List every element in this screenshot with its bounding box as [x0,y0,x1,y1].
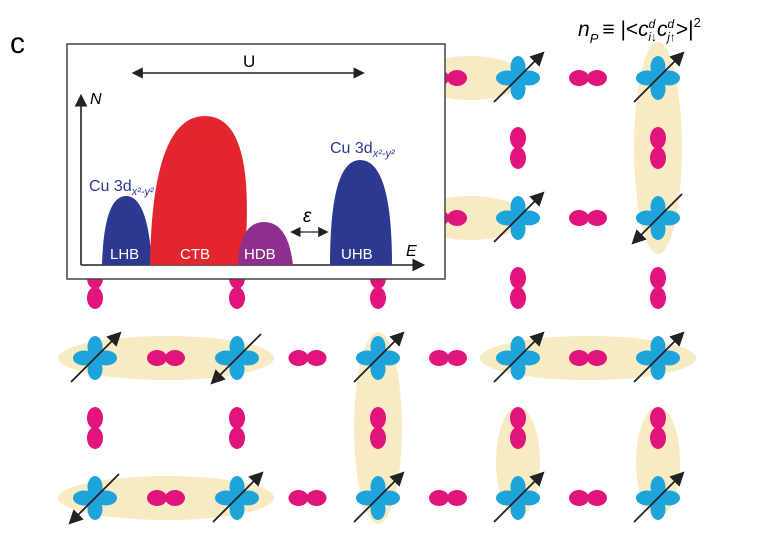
copper-orbital [353,471,405,523]
band-hdb-label: HDB [244,246,276,263]
oxygen-orbital [650,407,666,449]
oxygen-orbital [650,127,666,169]
oxygen-orbital [288,350,327,366]
spin-arrow [633,331,685,383]
copper-orbital [68,473,120,525]
copper-orbital [633,471,685,523]
oxygen-orbital [429,490,467,506]
band-uhb-label: UHB [341,246,373,263]
spin-arrow [633,51,685,103]
band-lhb [102,196,152,265]
cu-right-label: Cu 3dx²-y² [330,140,395,160]
copper-orbital [353,331,405,383]
oxygen-orbital [147,350,185,366]
copper-orbital [493,471,545,523]
spin-arrow [68,473,120,525]
copper-orbital [493,191,545,243]
copper-orbital [631,193,683,245]
oxygen-orbital [288,490,327,506]
oxygen-orbital [569,350,607,366]
oxygen-orbital [569,210,607,226]
copper-orbital [493,331,545,383]
oxygen-orbital [569,490,607,506]
spin-arrow [493,191,545,243]
oxygen-orbital [510,407,526,449]
spin-arrow [493,331,545,383]
oxygen-orbital [147,490,185,506]
oxygen-orbital [229,407,245,449]
spin-arrow [353,331,405,383]
oxygen-orbital [370,407,386,449]
o2p-label: O 2pσ [178,125,220,145]
band-ctb [150,116,247,265]
spin-arrow [493,51,545,103]
oxygen-orbital [510,267,526,309]
copper-orbital [633,331,685,383]
pair-glow [496,407,540,517]
oxygen-orbital [569,70,607,86]
y-axis-label: N [90,91,102,108]
copper-orbital [633,51,685,103]
x-axis-label: E [406,243,417,260]
copper-orbital [70,331,122,383]
oxygen-orbital [429,350,467,366]
copper-orbital [210,333,262,385]
band-lhb-label: LHB [110,246,139,263]
band-uhb [330,160,392,265]
copper-orbital [212,471,264,523]
spin-arrow [210,333,262,385]
spin-arrow [631,193,683,245]
u-label: U [243,52,255,71]
copper-orbital [493,51,545,103]
oxygen-orbital [510,127,526,169]
epsilon-label: ε [303,206,312,227]
spin-arrow [633,471,685,523]
pair-glow [636,407,680,517]
spin-arrow [493,471,545,523]
cu-left-label: Cu 3dx²-y² [89,178,154,198]
energy-diagram-inset: U N E LHB CTB HDB UHB ε O 2pσ Cu 3dx²-y²… [66,43,446,280]
panel-label: c [10,27,25,60]
band-hdb [238,222,293,265]
spin-arrow [212,471,264,523]
spin-arrow [70,331,122,383]
oxygen-orbital [650,267,666,309]
spin-arrow [353,471,405,523]
band-ctb-label: CTB [180,246,210,263]
oxygen-orbital [87,407,103,449]
